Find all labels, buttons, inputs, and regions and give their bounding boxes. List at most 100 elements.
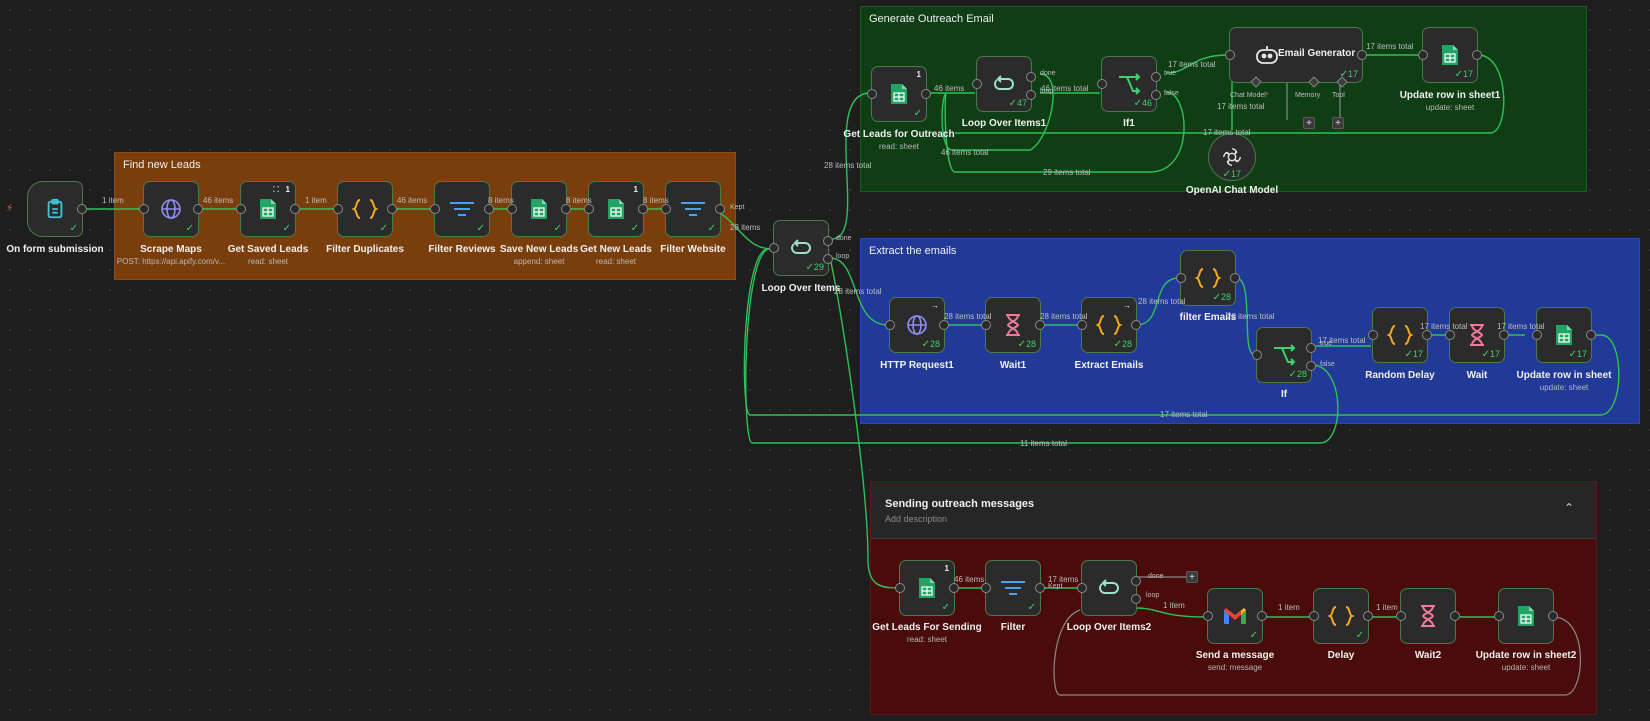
output-port[interactable]: [638, 204, 648, 214]
node-wait[interactable]: ✓17: [1445, 307, 1509, 363]
input-port[interactable]: [584, 204, 594, 214]
input-port[interactable]: [1494, 611, 1504, 621]
output-port[interactable]: [387, 204, 397, 214]
output-port-true[interactable]: [1151, 72, 1161, 82]
input-port[interactable]: [1309, 611, 1319, 621]
node-send-a-message[interactable]: ✓: [1203, 588, 1267, 644]
node-loop-over-items2[interactable]: [1077, 560, 1141, 616]
output-port[interactable]: [939, 320, 949, 330]
input-port[interactable]: [981, 583, 991, 593]
output-port-done[interactable]: [823, 236, 833, 246]
output-port[interactable]: [1586, 330, 1596, 340]
input-port[interactable]: [895, 583, 905, 593]
output-port[interactable]: [715, 204, 725, 214]
node-delay[interactable]: ✓: [1309, 588, 1373, 644]
output-port-done[interactable]: [1026, 72, 1036, 82]
output-port[interactable]: [1131, 320, 1141, 330]
output-port[interactable]: [1257, 611, 1267, 621]
node-update-row-in-sheet[interactable]: ✓17: [1532, 307, 1596, 363]
input-port[interactable]: [972, 79, 982, 89]
input-port[interactable]: [430, 204, 440, 214]
node-filter-emails[interactable]: ✓28: [1176, 250, 1240, 306]
output-port-loop[interactable]: [823, 254, 833, 264]
node-if[interactable]: ✓28: [1252, 327, 1316, 383]
add-memory-button[interactable]: +: [1303, 117, 1315, 129]
node-update-row-in-sheet1[interactable]: ✓17: [1418, 27, 1482, 83]
output-port[interactable]: [1357, 50, 1367, 60]
node-on-form-submission[interactable]: ✓: [27, 181, 87, 237]
node-scrape-maps[interactable]: ✓: [139, 181, 203, 237]
google-sheets-icon: [1555, 324, 1573, 346]
node-email-generator[interactable]: Email Generator ✓17: [1225, 27, 1367, 88]
node-filter[interactable]: ✓: [981, 560, 1045, 616]
node-if1[interactable]: ✓46: [1097, 56, 1161, 112]
input-port[interactable]: [981, 320, 991, 330]
node-save-new-leads[interactable]: ✓: [507, 181, 571, 237]
output-port[interactable]: [77, 204, 87, 214]
output-port[interactable]: [1422, 330, 1432, 340]
input-port[interactable]: [507, 204, 517, 214]
output-port-true[interactable]: [1306, 343, 1316, 353]
output-port[interactable]: [1450, 611, 1460, 621]
input-port[interactable]: [769, 243, 779, 253]
input-port[interactable]: [1077, 320, 1087, 330]
output-port[interactable]: [921, 89, 931, 99]
add-tool-button[interactable]: +: [1332, 117, 1344, 129]
add-node-button[interactable]: +: [1186, 571, 1198, 583]
output-port[interactable]: [1499, 330, 1509, 340]
node-filter-reviews[interactable]: ✓: [430, 181, 494, 237]
input-port[interactable]: [885, 320, 895, 330]
node-get-leads-for-outreach[interactable]: 1 ✓: [867, 66, 931, 122]
output-port[interactable]: [561, 204, 571, 214]
output-port-false[interactable]: [1306, 361, 1316, 371]
input-port[interactable]: [1203, 611, 1213, 621]
output-port[interactable]: [1035, 583, 1045, 593]
node-get-leads-for-sending[interactable]: 1 ✓: [895, 560, 959, 616]
node-get-saved-leads[interactable]: ⛶ 1 ✓: [236, 181, 300, 237]
chevron-up-icon[interactable]: ⌃: [1563, 501, 1574, 515]
output-port[interactable]: [1363, 611, 1373, 621]
node-get-new-leads[interactable]: 1 ✓: [584, 181, 648, 237]
output-port[interactable]: [949, 583, 959, 593]
input-port[interactable]: [139, 204, 149, 214]
input-port[interactable]: [1097, 79, 1107, 89]
output-port[interactable]: [1548, 611, 1558, 621]
output-port-false[interactable]: [1151, 90, 1161, 100]
input-port[interactable]: [236, 204, 246, 214]
input-port[interactable]: [1176, 273, 1186, 283]
node-filter-website[interactable]: ✓: [661, 181, 725, 237]
input-port[interactable]: [333, 204, 343, 214]
output-port[interactable]: [484, 204, 494, 214]
output-port[interactable]: [290, 204, 300, 214]
node-random-delay[interactable]: ✓17: [1368, 307, 1432, 363]
input-port[interactable]: [1445, 330, 1455, 340]
input-port[interactable]: [1225, 50, 1235, 60]
node-update-row-in-sheet2[interactable]: [1494, 588, 1558, 644]
pin-badge: 1: [944, 564, 949, 573]
output-port[interactable]: [1472, 50, 1482, 60]
node-wait2[interactable]: [1396, 588, 1460, 644]
input-port[interactable]: [1532, 330, 1542, 340]
input-port[interactable]: [1418, 50, 1428, 60]
node-loop-over-items[interactable]: ✓29: [769, 220, 833, 276]
output-port[interactable]: [1230, 273, 1240, 283]
node-http-request1[interactable]: → ✓28: [885, 297, 949, 353]
output-port-done[interactable]: [1131, 576, 1141, 586]
output-port-loop[interactable]: [1131, 594, 1141, 604]
node-loop-over-items1[interactable]: ✓47: [972, 56, 1036, 112]
output-port[interactable]: [1035, 320, 1045, 330]
output-port[interactable]: [193, 204, 203, 214]
input-port[interactable]: [1252, 350, 1262, 360]
input-port[interactable]: [1396, 611, 1406, 621]
group-header[interactable]: Sending outreach messages Add descriptio…: [871, 482, 1596, 539]
input-port[interactable]: [661, 204, 671, 214]
node-openai-chat-model[interactable]: ✓17: [1208, 133, 1256, 181]
group-description[interactable]: Add description: [885, 514, 948, 524]
input-port[interactable]: [1077, 583, 1087, 593]
node-wait1[interactable]: ✓28: [981, 297, 1045, 353]
node-extract-emails[interactable]: → ✓28: [1077, 297, 1141, 353]
input-port[interactable]: [1368, 330, 1378, 340]
input-port[interactable]: [867, 89, 877, 99]
output-port-loop[interactable]: [1026, 90, 1036, 100]
node-filter-duplicates[interactable]: ✓: [333, 181, 397, 237]
